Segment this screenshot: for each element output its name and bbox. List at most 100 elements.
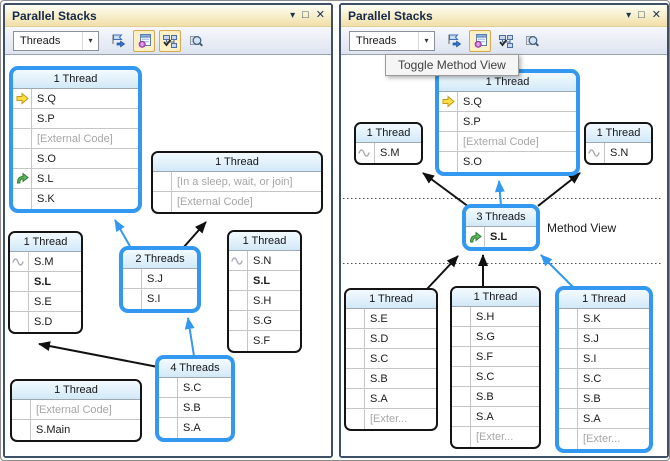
show-only-flagged-icon [448,34,462,47]
stack-frame[interactable]: [External Code] [153,192,321,212]
stack-frame[interactable]: S.A [346,389,436,409]
stack-box-header: 1 Thread [439,73,576,92]
stack-box-header: 1 Thread [13,70,138,89]
show-only-flagged-button[interactable] [107,30,129,52]
stack-box: 1 Thread S.K S.J S.I S.C S.B S.A [Exter.… [555,286,653,453]
window-title: Parallel Stacks [12,8,97,23]
show-only-flagged-button[interactable] [443,30,465,52]
window-title: Parallel Stacks [348,8,433,23]
icon-cell [153,192,172,212]
stack-frame[interactable]: S.Q [13,89,138,109]
stack-frame[interactable]: S.C [559,369,649,389]
autoscroll-to-current-frame-button[interactable] [159,29,181,52]
toggle-zoom-control-button[interactable] [185,30,207,52]
stack-frame[interactable]: S.H [229,291,300,311]
stack-box: 3 Threads S.L [462,204,540,251]
stack-frame[interactable]: S.L [13,169,138,189]
stack-frame[interactable]: S.B [559,389,649,409]
stack-frame[interactable]: [External Code] [439,132,576,152]
stack-frame[interactable]: S.Q [439,92,576,112]
stack-frame[interactable]: [Exter... [559,429,649,449]
stack-frame[interactable]: S.K [13,189,138,209]
stack-frame[interactable]: [Exter... [452,427,539,447]
toolbar: Threads ▾ [5,27,331,55]
stack-frame[interactable]: S.F [452,347,539,367]
stack-frame[interactable]: S.L [229,271,300,291]
maximize-icon[interactable]: □ [638,9,645,21]
stack-frame[interactable]: S.C [346,349,436,369]
icon-cell [452,347,471,366]
icon-cell [439,152,458,172]
stack-frame[interactable]: S.H [452,307,539,327]
stack-box: 1 Thread S.E S.D S.C S.B S.A [Exter... [344,288,438,431]
stack-box: 1 Thread S.Q S.P [External Code] S.O S.L… [9,66,142,213]
stack-frame[interactable]: S.A [559,409,649,429]
stack-box-header: 1 Thread [559,290,649,309]
threads-combo-value: Threads [20,34,61,47]
stack-frame[interactable]: S.I [123,289,197,309]
stack-frame[interactable]: S.B [346,369,436,389]
window-position-menu-icon[interactable]: ▾ [290,10,296,21]
wavy-line-icon [10,252,29,271]
stack-frame[interactable]: S.L [10,272,81,292]
stack-box-header: 1 Thread [356,124,421,143]
window-position-menu-icon[interactable]: ▾ [626,10,632,21]
stack-frame[interactable]: S.P [13,109,138,129]
threads-combo[interactable]: Threads ▾ [13,30,99,51]
stack-frame[interactable]: S.G [229,311,300,331]
stack-frame[interactable]: S.B [452,387,539,407]
stack-frame[interactable]: S.I [559,349,649,369]
parallel-stacks-window-right: Parallel Stacks ▾ □ ✕ Threads ▾ [339,3,669,458]
stack-frame[interactable]: S.K [559,309,649,329]
stack-frame[interactable]: S.J [559,329,649,349]
toggle-method-view-button[interactable] [133,29,155,52]
active-frame-green-arrow-icon [466,227,485,247]
stack-frame[interactable]: [External Code] [12,400,140,420]
stack-frame[interactable]: S.G [452,327,539,347]
stack-frame[interactable]: S.N [586,143,651,163]
stack-frame[interactable]: S.P [439,112,576,132]
stack-frame[interactable]: S.C [452,367,539,387]
stack-frame[interactable]: S.N [229,251,300,271]
icon-cell [159,378,178,397]
stack-frame[interactable]: S.O [13,149,138,169]
combo-dropdown-icon[interactable]: ▾ [82,31,98,50]
stack-frame[interactable]: [Exter... [346,409,436,429]
threads-combo[interactable]: Threads ▾ [349,30,435,51]
stack-frame[interactable]: S.D [10,312,81,332]
stack-box: 2 Threads S.J S.I [119,246,201,313]
combo-dropdown-icon[interactable]: ▾ [418,31,434,50]
stack-frame[interactable]: S.M [356,143,421,163]
stack-frame[interactable]: S.M [10,252,81,272]
stack-frame[interactable]: S.A [159,418,231,438]
stack-frame[interactable]: S.Main [12,420,140,440]
close-icon[interactable]: ✕ [651,9,661,21]
stack-frame[interactable]: S.C [159,378,231,398]
stack-frame[interactable]: S.A [452,407,539,427]
stack-box: 1 Thread S.N [584,122,653,165]
stack-frame[interactable]: S.B [159,398,231,418]
stack-frame[interactable]: S.E [346,309,436,329]
stack-frame[interactable]: S.O [439,152,576,172]
toggle-method-view-button[interactable] [469,29,491,52]
close-icon[interactable]: ✕ [315,9,325,21]
current-statement-arrow-icon [439,92,458,111]
autoscroll-to-current-frame-button[interactable] [495,30,517,52]
icon-cell [439,112,458,131]
stack-frame[interactable]: S.F [229,331,300,351]
stack-frame[interactable]: S.L [466,227,536,247]
stack-box-header: 4 Threads [159,359,231,378]
icon-cell [559,409,578,428]
stack-frame[interactable]: [External Code] [13,129,138,149]
stack-frame[interactable]: S.J [123,269,197,289]
icon-cell [452,427,471,447]
toggle-zoom-control-button[interactable] [521,30,543,52]
icon-cell [159,398,178,417]
stack-frame[interactable]: [In a sleep, wait, or join] [153,172,321,192]
stack-frame[interactable]: S.D [346,329,436,349]
stack-frame[interactable]: S.E [10,292,81,312]
maximize-icon[interactable]: □ [302,9,309,21]
show-only-flagged-icon [112,34,126,47]
icon-cell [229,291,248,310]
